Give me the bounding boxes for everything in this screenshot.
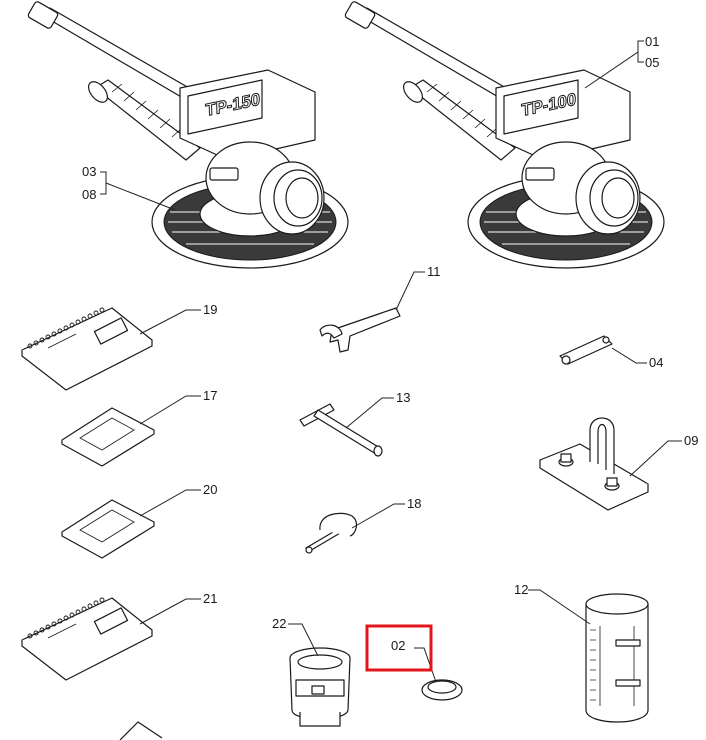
callout-09: 09: [684, 433, 698, 448]
pin-18: 18: [305, 496, 421, 554]
callout-20: 20: [203, 482, 217, 497]
pump-unit-right: TP-100: [344, 1, 665, 269]
t-key-13: 13: [299, 390, 410, 457]
o-ring-02: [414, 647, 463, 701]
cylinder-12: 12: [514, 582, 649, 723]
callout-03: 03: [82, 164, 96, 179]
callout-21: 21: [203, 591, 217, 606]
callout-17: 17: [203, 388, 217, 403]
clip-04: 04: [559, 335, 663, 370]
callout-22: 22: [272, 616, 286, 631]
callout-05: 05: [645, 55, 659, 70]
callout-04: 04: [649, 355, 663, 370]
callout-02: 02: [391, 638, 405, 653]
spanner-11: 11: [319, 264, 441, 353]
callout-12: 12: [514, 582, 528, 597]
callout-group-01-05: 01 05: [584, 34, 659, 89]
manual-21: 21: [21, 591, 217, 681]
adapter-22: 22: [272, 616, 351, 727]
callout-13: 13: [396, 390, 410, 405]
callout-11: 11: [427, 264, 441, 279]
anchor-plate-09: 09: [539, 417, 698, 511]
callout-18: 18: [407, 496, 421, 511]
pump-unit-left: TP-150: [27, 1, 349, 269]
highlight-box-02: [365, 624, 433, 672]
partial-part-bottom: [119, 721, 163, 740]
callout-group-03-08: 03 08: [82, 164, 176, 211]
callout-08: 08: [82, 187, 96, 202]
booklet-20: 20: [61, 482, 217, 559]
callout-01: 01: [645, 34, 659, 49]
booklet-17: 17: [61, 388, 217, 467]
callout-19: 19: [203, 302, 217, 317]
manual-19: 19: [21, 302, 217, 391]
